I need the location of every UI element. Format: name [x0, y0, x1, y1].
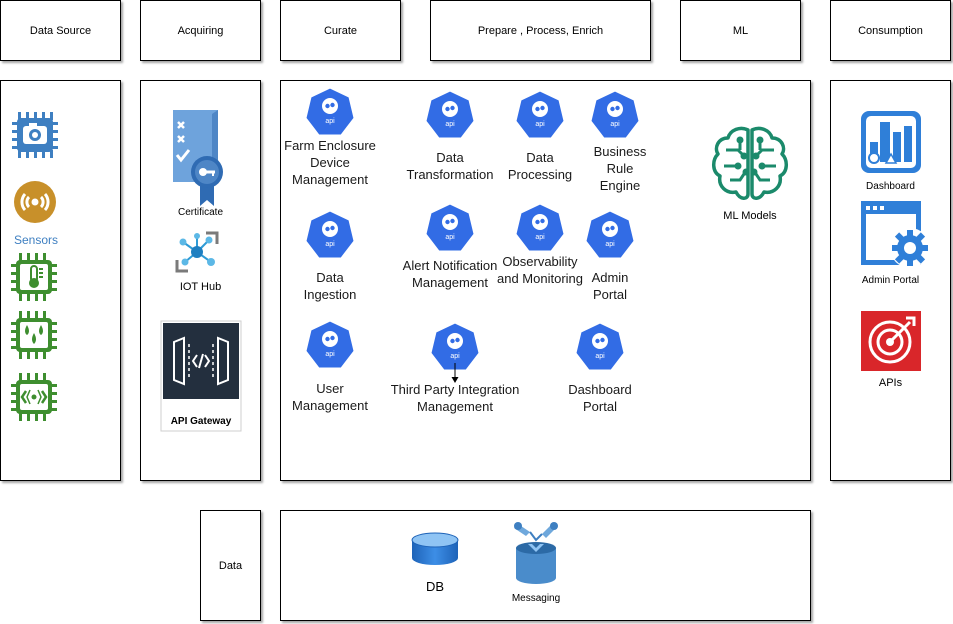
- connector-arrow: [450, 363, 460, 385]
- certificate-icon: [170, 110, 232, 210]
- third-party-api-icon: api: [430, 322, 480, 372]
- header-curate: Curate: [280, 0, 401, 61]
- api-badge-text: api: [450, 353, 460, 360]
- messaging-label: Messaging: [511, 593, 561, 604]
- observability-label: Observability and Monitoring: [497, 254, 583, 286]
- iot-hub-label: IOT Hub: [179, 281, 222, 293]
- api-badge-text: api: [535, 234, 545, 241]
- header-curate-label: Curate: [323, 24, 358, 37]
- admin-portal-icon: [860, 200, 932, 270]
- data-ingestion-api-icon: api: [305, 210, 355, 260]
- api-badge-text: api: [325, 241, 335, 248]
- camera-chip-icon: [10, 110, 60, 160]
- api-badge-text: api: [325, 351, 335, 358]
- data-processing-label: Data Processing: [507, 150, 573, 182]
- api-badge-text: api: [325, 118, 335, 125]
- temperature-chip-icon: [10, 252, 58, 302]
- data-transformation-api-icon: api: [425, 90, 475, 140]
- consumption-panel: [830, 80, 951, 481]
- business-rule-label: Business Rule Engine: [593, 144, 647, 193]
- observability-api-icon: api: [515, 203, 565, 253]
- header-consumption-label: Consumption: [858, 24, 923, 37]
- api-badge-text: api: [595, 353, 605, 360]
- header-acquiring: Acquiring: [140, 0, 261, 61]
- code-chip-icon: [10, 372, 58, 422]
- api-gateway-label: API Gateway: [170, 416, 232, 427]
- wireless-sensor-icon: [13, 180, 57, 224]
- apis-icon: [860, 310, 922, 372]
- header-data: Data: [200, 510, 261, 621]
- apis-label: APIs: [878, 377, 903, 389]
- header-ml: ML: [680, 0, 801, 61]
- alert-notification-api-icon: api: [425, 203, 475, 253]
- admin-portal-label: Admin Portal: [591, 270, 629, 302]
- user-management-api-icon: api: [305, 320, 355, 370]
- header-prepare: Prepare , Process, Enrich: [430, 0, 651, 61]
- farm-management-label: Farm Enclosure Device Management: [284, 138, 376, 187]
- header-ml-label: ML: [732, 24, 749, 37]
- processing-panel: [280, 80, 811, 481]
- dashboard-icon: [860, 110, 922, 174]
- header-acquiring-label: Acquiring: [177, 24, 224, 37]
- header-data-source-label: Data Source: [29, 24, 92, 37]
- api-badge-text: api: [605, 241, 615, 248]
- user-management-label: User Management: [292, 381, 368, 413]
- db-label: DB: [425, 579, 445, 594]
- header-consumption: Consumption: [830, 0, 951, 61]
- database-icon: [410, 532, 460, 568]
- farm-management-api-icon: api: [305, 87, 355, 137]
- dashboard-label: Dashboard: [866, 181, 915, 192]
- api-badge-text: api: [445, 121, 455, 128]
- admin-portal-api-icon: api: [585, 210, 635, 260]
- iot-hub-icon: [175, 230, 219, 274]
- data-processing-api-icon: api: [515, 90, 565, 140]
- admin-portal-consumption-label: Admin Portal: [861, 275, 920, 286]
- header-data-source: Data Source: [0, 0, 121, 61]
- ml-models-label: ML Models: [723, 210, 777, 222]
- api-badge-text: api: [610, 121, 620, 128]
- api-gateway-card: [160, 320, 242, 432]
- ml-brain-icon: [710, 124, 790, 204]
- third-party-label: Third Party Integration Management: [390, 382, 520, 414]
- dashboard-portal-api-icon: api: [575, 322, 625, 372]
- messaging-icon: [512, 520, 560, 586]
- data-transformation-label: Data Transformation: [406, 150, 494, 182]
- data-ingestion-label: Data Ingestion: [303, 270, 357, 302]
- api-badge-text: api: [445, 234, 455, 241]
- certificate-label: Certificate: [177, 207, 223, 218]
- sensors-label: Sensors: [13, 233, 59, 247]
- alert-notification-label: Alert Notification Management: [402, 258, 498, 290]
- header-prepare-label: Prepare , Process, Enrich: [477, 24, 604, 37]
- business-rule-api-icon: api: [590, 90, 640, 140]
- dashboard-portal-label: Dashboard Portal: [568, 382, 632, 414]
- header-data-label: Data: [218, 559, 243, 572]
- humidity-chip-icon: [10, 310, 58, 360]
- api-badge-text: api: [535, 121, 545, 128]
